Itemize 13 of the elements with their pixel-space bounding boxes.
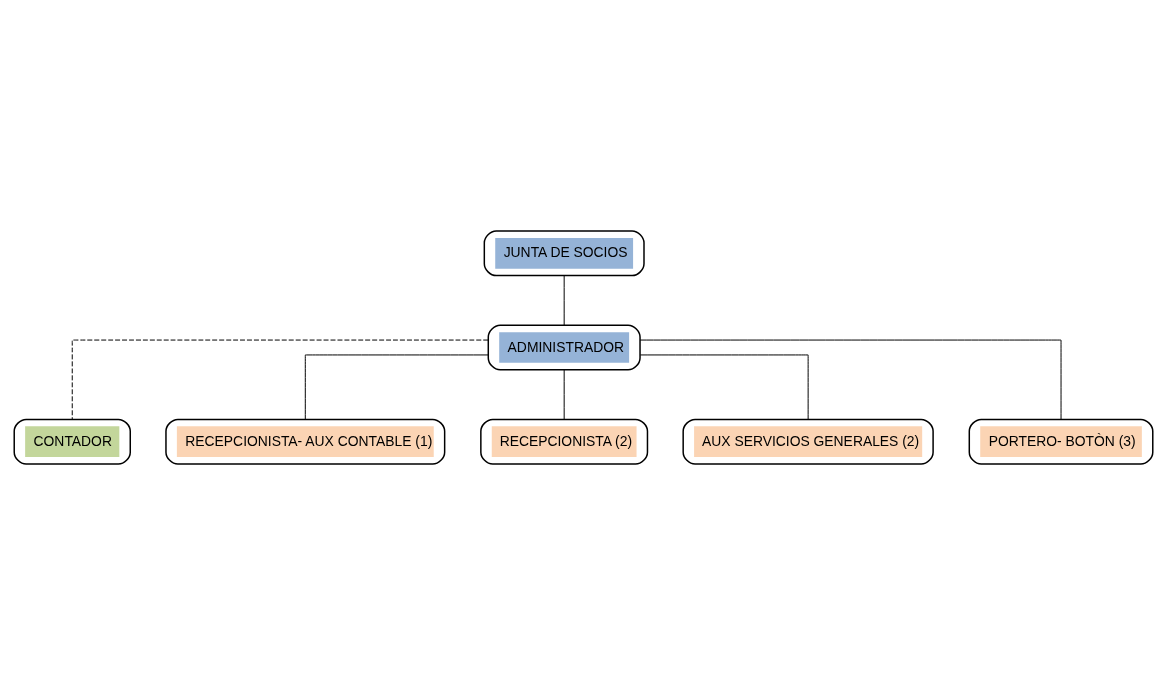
connector — [71, 339, 489, 420]
node-box: CONTADOR — [13, 418, 131, 465]
node-box: PORTERO- BOTÒN (3) — [968, 418, 1154, 465]
connector — [639, 353, 809, 420]
connector — [639, 339, 1062, 420]
node-box: ADMINISTRADOR — [487, 323, 641, 371]
node-box: AUX SERVICIOS GENERALES (2) — [682, 418, 934, 465]
connector — [563, 274, 565, 325]
node-box: RECEPCIONISTA- AUX CONTABLE (1) — [165, 418, 446, 465]
node-box: JUNTA DE SOCIOS — [483, 229, 645, 276]
connector — [304, 353, 489, 420]
node-box: RECEPCIONISTA (2) — [480, 418, 649, 465]
connector — [563, 368, 565, 420]
